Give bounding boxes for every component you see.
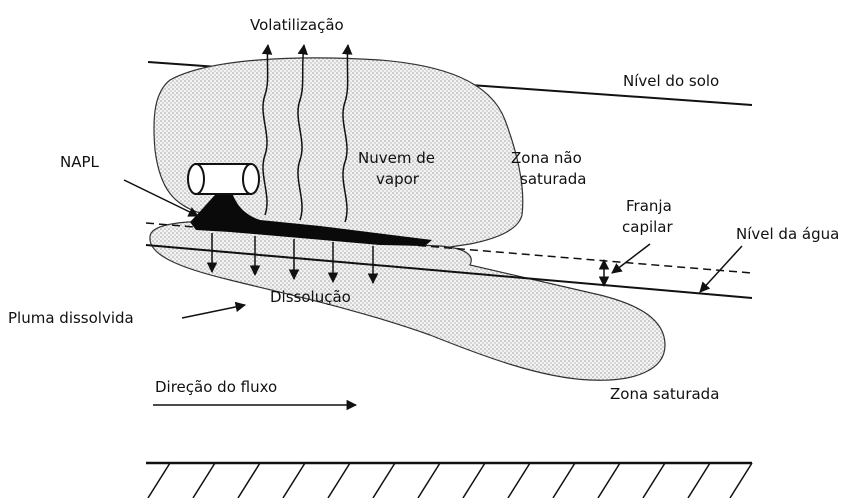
unsaturated-zone-label-line2: saturada [520,170,586,188]
capillary-pointer-line [612,244,650,273]
flow-direction-label: Direção do fluxo [155,378,277,396]
water-level-label: Nível da água [736,225,839,243]
bedrock-hatching [148,463,752,498]
plume-pointer-arrow [182,305,245,318]
unsaturated-zone-label-line1: Zona não [511,149,582,167]
capillary-fringe-label-line1: Franja [626,197,672,215]
vapor-cloud-label-line1: Nuvem de [358,149,435,167]
napl-label: NAPL [60,153,100,171]
tank-icon [188,164,259,194]
capillary-fringe-label-line2: capilar [622,218,673,236]
saturated-zone-label: Zona saturada [610,385,719,403]
vapor-cloud-label-line2: vapor [376,170,420,188]
ground-level-label: Nível do solo [623,72,719,90]
dissolution-label: Dissolução [270,288,351,306]
dissolved-plume-label: Pluma dissolvida [8,309,134,327]
volatilization-label: Volatilização [250,16,344,34]
